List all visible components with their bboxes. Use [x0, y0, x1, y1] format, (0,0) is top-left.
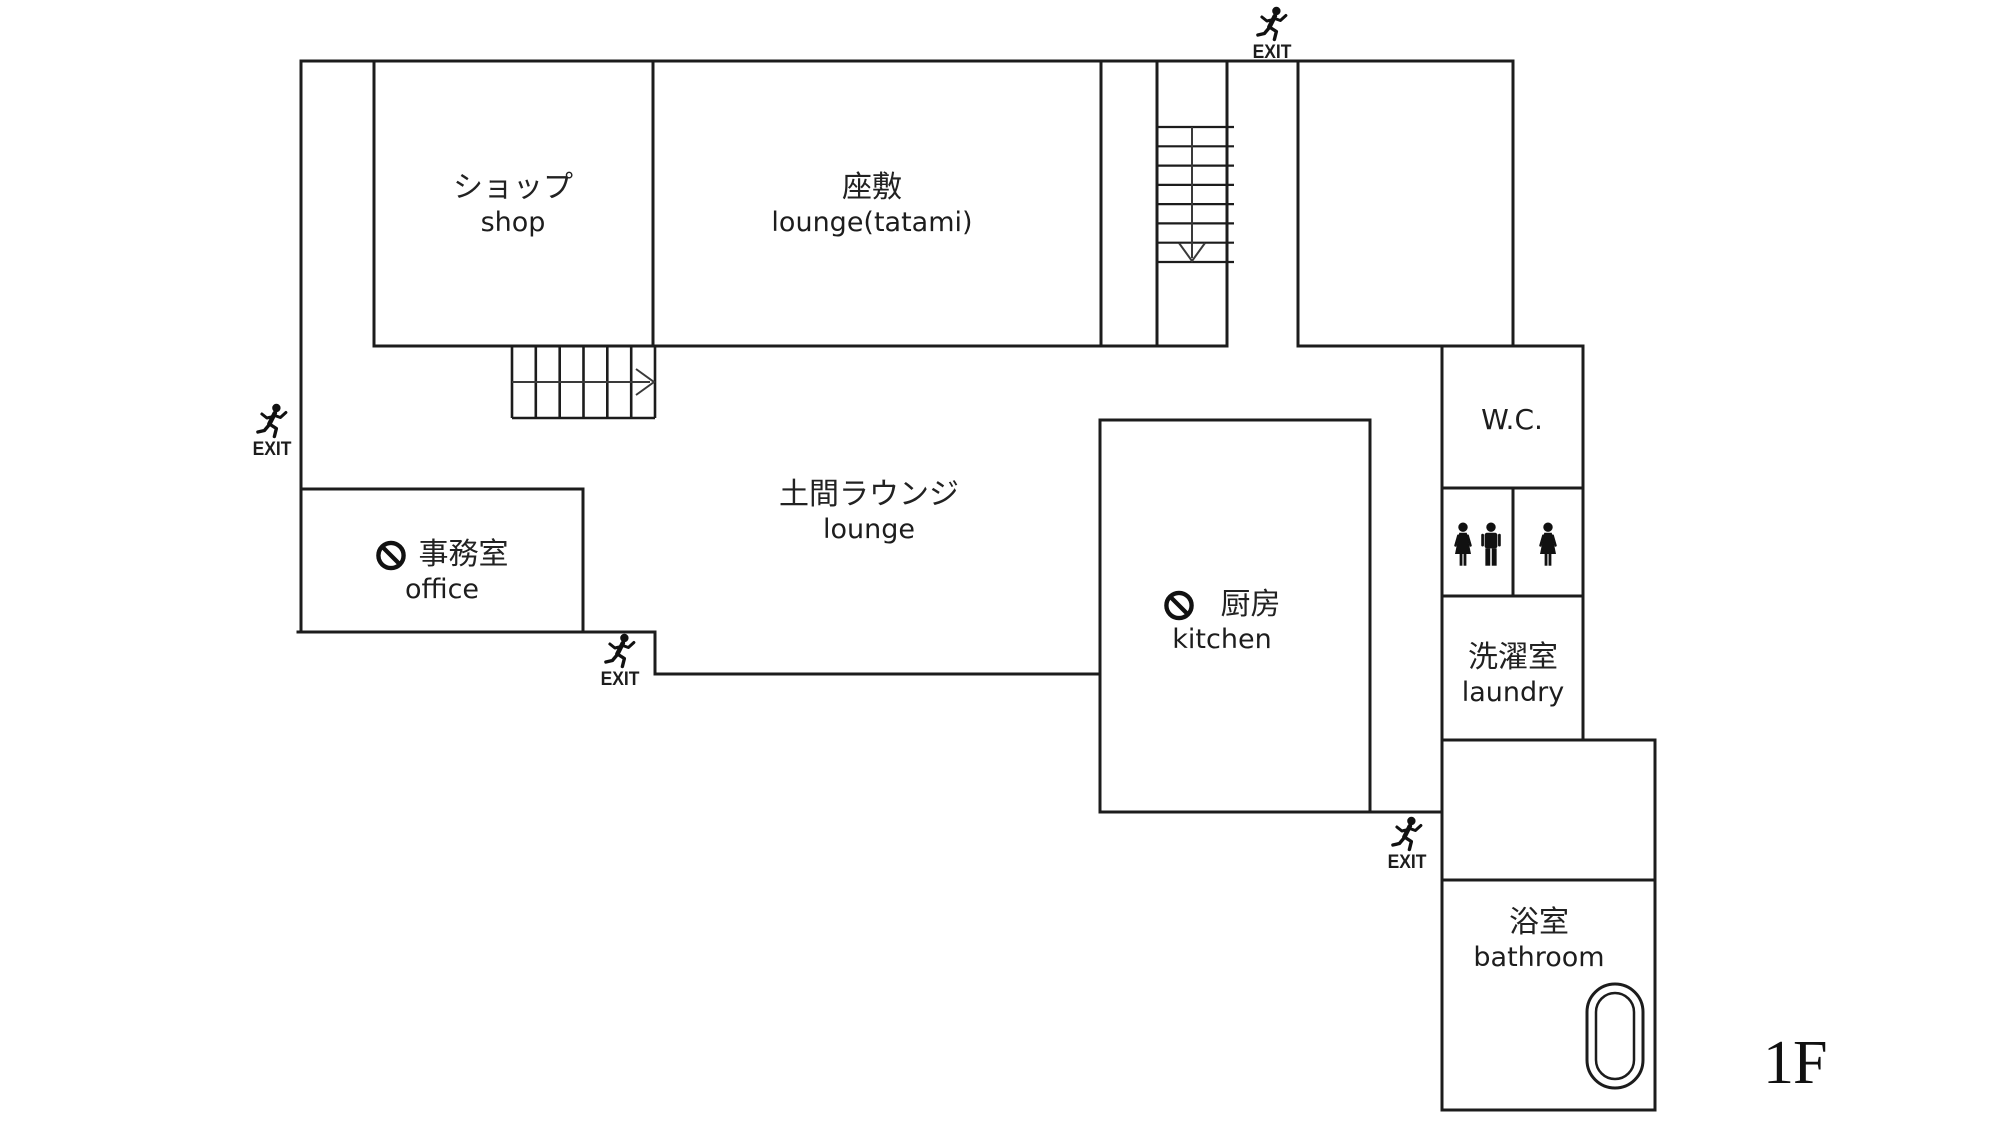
laundry-name-jp: 洗濯室: [1468, 640, 1558, 675]
running-person-icon: [1256, 6, 1288, 42]
room-label-shop: ショップ shop: [453, 170, 573, 239]
woman-figure-icon: [1454, 522, 1472, 566]
exit-marker-top: EXIT: [1251, 6, 1293, 62]
exit-marker-left: EXIT: [251, 403, 293, 459]
no-entry-icon: [1164, 590, 1194, 620]
man-figure-icon: [1481, 522, 1501, 566]
lounge-name-jp: 土間ラウンジ: [779, 477, 959, 512]
exit-marker-middle: EXIT: [599, 633, 641, 689]
bathroom-name-en: bathroom: [1473, 942, 1605, 973]
shop-name-jp: ショップ: [453, 170, 573, 205]
upper-stairs-down-arrow-icon: [1178, 127, 1206, 263]
no-entry-icon: [376, 540, 406, 570]
toilet-cell-left-icons: [1451, 522, 1504, 569]
exit-label: EXIT: [1387, 852, 1427, 873]
woman-figure-icon: [1539, 522, 1557, 566]
running-person-icon: [256, 403, 288, 439]
exit-label: EXIT: [600, 669, 640, 690]
office-name-jp: 事務室: [418, 537, 509, 572]
wall-lines: [296, 59, 1657, 1112]
running-person-icon: [1391, 816, 1423, 852]
floor-designation: 1F: [1763, 1029, 1827, 1097]
toilet-cell-right-icons: [1536, 522, 1561, 569]
upper-staircase: [1157, 125, 1234, 264]
room-label-wc: W.C.: [1481, 403, 1543, 436]
room-label-kitchen: 厨房 kitchen: [1164, 587, 1281, 656]
laundry-name-en: laundry: [1461, 677, 1565, 708]
room-label-tatami-lounge: 座敷 lounge(tatami): [771, 170, 972, 239]
running-person-icon: [604, 633, 636, 669]
exit-marker-bottom: EXIT: [1386, 816, 1428, 872]
lower-stairs-right-arrow-icon: [512, 368, 656, 396]
room-label-office: 事務室 office: [376, 537, 509, 606]
room-label-laundry: 洗濯室 laundry: [1462, 640, 1565, 709]
office-name-en: office: [404, 574, 480, 605]
shop-name-en: shop: [480, 207, 546, 238]
tatami-name-jp: 座敷: [841, 170, 902, 205]
bathtub-icon: [1585, 982, 1645, 1090]
room-label-lounge: 土間ラウンジ lounge: [779, 477, 959, 546]
lounge-name-en: lounge: [823, 514, 915, 545]
exit-label: EXIT: [252, 439, 292, 460]
wc-name: W.C.: [1481, 403, 1543, 436]
tatami-name-en: lounge(tatami): [771, 207, 973, 238]
exit-label: EXIT: [1252, 42, 1292, 63]
bathroom-name-jp: 浴室: [1508, 905, 1569, 940]
kitchen-name-en: kitchen: [1172, 624, 1272, 655]
kitchen-name-jp: 厨房: [1220, 587, 1281, 622]
room-label-bathroom: 浴室 bathroom: [1473, 905, 1604, 974]
